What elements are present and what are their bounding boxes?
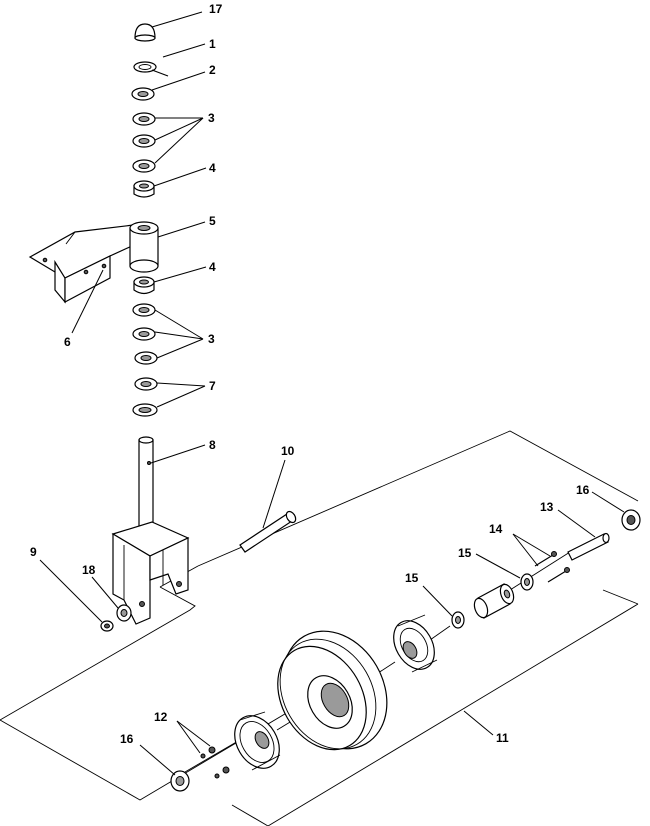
callout-14: 14 xyxy=(489,522,503,536)
bolts-14 xyxy=(534,551,570,583)
callout-1: 1 xyxy=(209,37,216,51)
bearing-stack-upper-3 xyxy=(132,112,156,173)
washer-7 xyxy=(132,403,158,417)
caster-bracket-5 xyxy=(28,221,159,304)
callout-4-upper: 4 xyxy=(209,161,216,175)
callout-7: 7 xyxy=(209,379,216,393)
retaining-clip-1 xyxy=(133,61,169,77)
callout-labels: 17 1 2 3 4 5 4 6 3 7 8 10 9 18 16 13 14 … xyxy=(30,2,590,746)
leader-lines xyxy=(39,11,625,776)
callout-2: 2 xyxy=(209,63,216,77)
nut-9 xyxy=(100,620,114,632)
caster-fork-8 xyxy=(111,436,190,625)
callout-10: 10 xyxy=(281,444,295,458)
callout-13: 13 xyxy=(540,500,554,514)
callout-11: 11 xyxy=(496,731,509,745)
cap-16-left xyxy=(170,770,190,792)
callout-12: 12 xyxy=(154,710,168,724)
assembly-outline-lines xyxy=(0,430,639,826)
callout-6: 6 xyxy=(64,335,71,349)
callout-3-upper: 3 xyxy=(208,111,215,125)
callout-9: 9 xyxy=(30,545,37,559)
callout-17: 17 xyxy=(209,2,223,16)
bearing-stack-lower-3 xyxy=(132,303,158,391)
bearing-cup-upper-4 xyxy=(133,180,155,198)
bearing-15-left xyxy=(451,611,465,629)
cap-17 xyxy=(134,23,156,42)
bearing-15-right xyxy=(520,573,534,591)
cap-16-right xyxy=(621,509,641,531)
callout-8: 8 xyxy=(209,438,216,452)
callout-16-left: 16 xyxy=(120,732,134,746)
callout-15-right: 15 xyxy=(458,546,472,560)
wheel-half-inner xyxy=(393,614,438,673)
axle-centerline xyxy=(184,551,571,773)
callout-4-lower: 4 xyxy=(209,260,216,274)
washer-18 xyxy=(116,604,132,622)
callout-15-left: 15 xyxy=(405,571,419,585)
grease-fittings-12 xyxy=(200,746,230,779)
hub-spacer xyxy=(473,583,515,619)
axle-bolt-10 xyxy=(239,510,297,553)
callout-18: 18 xyxy=(82,563,96,577)
callout-5: 5 xyxy=(209,214,216,228)
callout-3-lower: 3 xyxy=(208,332,215,346)
tire-11 xyxy=(277,630,388,751)
bearing-cup-lower-4 xyxy=(133,276,155,295)
washer-2 xyxy=(131,87,155,101)
callout-16-right: 16 xyxy=(576,483,590,497)
axle-13 xyxy=(567,532,610,561)
wheel-half-outer xyxy=(234,711,281,771)
